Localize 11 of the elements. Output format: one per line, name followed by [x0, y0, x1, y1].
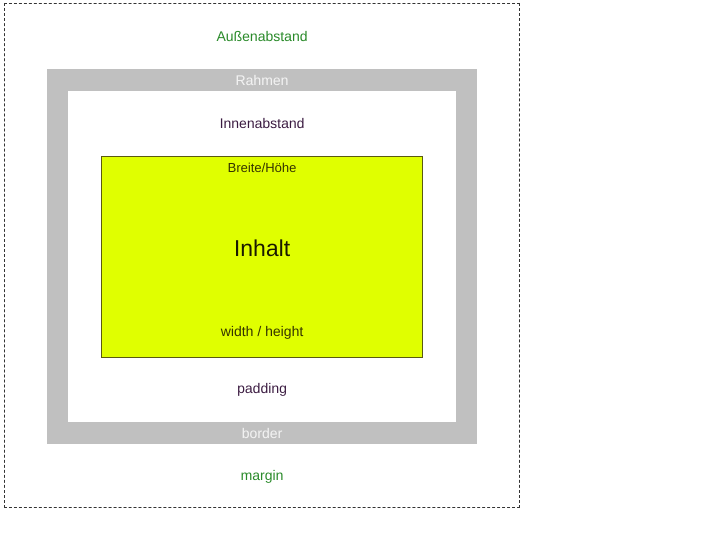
area-label: Innenabstand	[220, 115, 304, 132]
border-band	[47, 69, 477, 444]
area-label: padding	[237, 380, 287, 396]
content-title: Inhalt	[234, 235, 290, 262]
area-label: Breite/Höhe	[228, 161, 296, 176]
area-label: Außenabstand	[216, 28, 308, 44]
padding-area	[68, 91, 456, 422]
content-box	[101, 156, 423, 358]
margin-area	[4, 3, 520, 508]
area-label: width / height	[220, 323, 304, 340]
area-label: margin	[240, 467, 284, 484]
